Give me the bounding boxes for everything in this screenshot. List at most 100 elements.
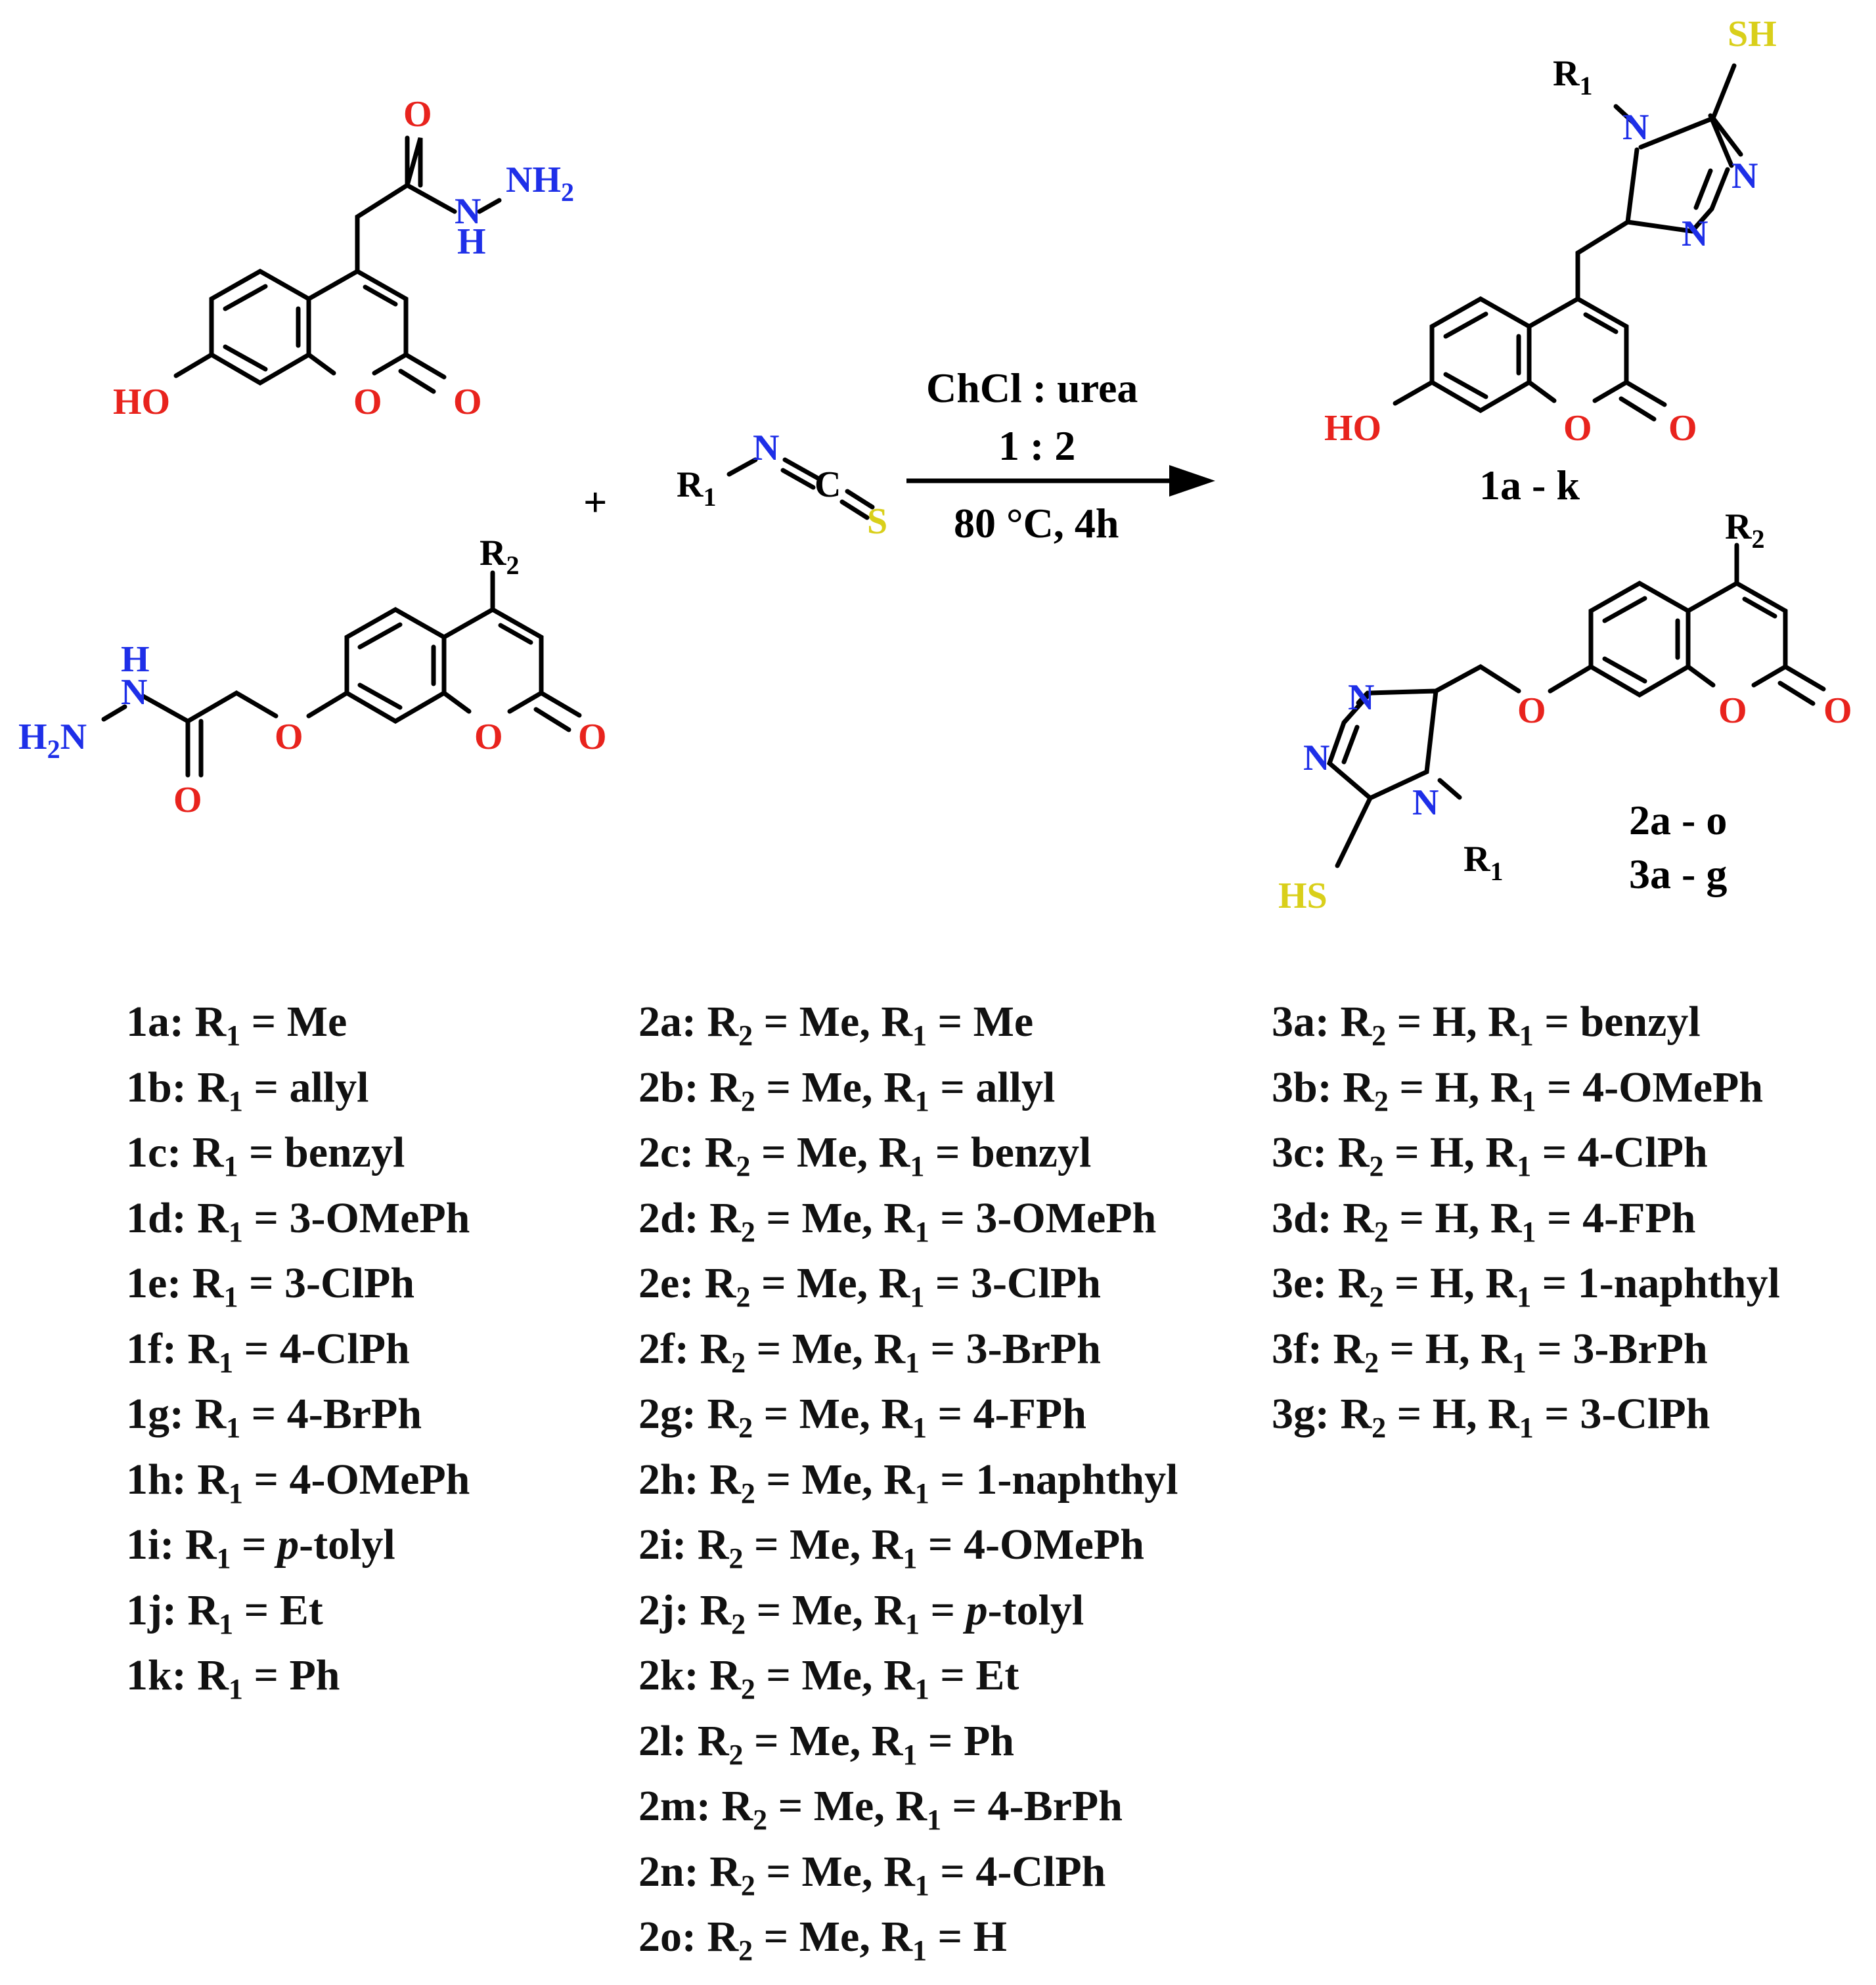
list-item: 1d: R1 = 3-OMePh bbox=[126, 1193, 470, 1248]
subscript: 1 bbox=[1519, 1412, 1534, 1444]
substituent-value: 3-BrPh bbox=[1573, 1324, 1708, 1373]
r2-value: = Me, bbox=[755, 1193, 884, 1242]
substituent-value: 4-ClPh bbox=[975, 1847, 1106, 1896]
subscript: 2 bbox=[740, 1869, 755, 1902]
subscript: 2 bbox=[738, 1412, 753, 1444]
label-product-1: 1a - k bbox=[1479, 462, 1580, 508]
atom-r1-itc: R1 bbox=[677, 464, 716, 512]
atom-n2-p2: N bbox=[1303, 738, 1329, 778]
list-item: 2o: R2 = Me, R1 = H bbox=[638, 1913, 1007, 1967]
compound-id: 2j: bbox=[638, 1586, 700, 1634]
subscript: 1 bbox=[228, 1084, 243, 1117]
subscript: 1 bbox=[228, 1215, 243, 1248]
subscript: 1 bbox=[912, 1934, 927, 1967]
compound-id: 3d: bbox=[1272, 1193, 1343, 1242]
atom-o-ring: O bbox=[353, 382, 382, 422]
subscript: 1 bbox=[914, 1673, 929, 1705]
compound-id: 1h: bbox=[126, 1455, 198, 1504]
subscript: 1 bbox=[912, 1019, 927, 1052]
compound-id: 3b: bbox=[1272, 1063, 1343, 1111]
atom-n4-p2: N bbox=[1412, 782, 1439, 823]
substituent-value: 4-FPh bbox=[973, 1390, 1086, 1438]
atom-o-lactone-p2: O bbox=[1823, 690, 1852, 731]
subscript: 2 bbox=[1374, 1084, 1389, 1117]
atom-o-ether-p2: O bbox=[1517, 690, 1546, 731]
atom-o-ring-p2: O bbox=[1718, 690, 1747, 731]
atom-o-lactone-p1: O bbox=[1668, 408, 1697, 449]
list-item: 1h: R1 = 4-OMePh bbox=[126, 1455, 470, 1509]
substituent-value: benzyl bbox=[970, 1128, 1092, 1176]
r2-value: = Me, bbox=[767, 1782, 896, 1830]
list-item: 2g: R2 = Me, R1 = 4-FPh bbox=[638, 1390, 1086, 1444]
subscript: 1 bbox=[223, 1150, 238, 1182]
r2-value: = Me, bbox=[750, 1128, 879, 1176]
reaction-arrow bbox=[906, 465, 1215, 497]
subscript: 2 bbox=[1364, 1346, 1379, 1379]
r2-value: = Me, bbox=[755, 1651, 884, 1699]
subscript: 1 bbox=[914, 1869, 929, 1902]
subscript: 2 bbox=[731, 1607, 746, 1640]
atom-r2-p2: R2 bbox=[1725, 506, 1764, 554]
subscript: 1 bbox=[927, 1804, 942, 1836]
subscript: 1 bbox=[223, 1281, 238, 1313]
compound-id: 1c: bbox=[126, 1128, 192, 1176]
subscript: 2 bbox=[738, 1934, 753, 1967]
substituent-value: Et bbox=[975, 1651, 1019, 1699]
subscript: 2 bbox=[740, 1084, 755, 1117]
subscript: 1 bbox=[905, 1607, 920, 1640]
substituent-value: allyl bbox=[975, 1063, 1056, 1111]
atom-h2n: H2N bbox=[18, 717, 87, 764]
subscript: 2 bbox=[728, 1738, 744, 1771]
subscript: 2 bbox=[728, 1542, 744, 1574]
compound-id: 3e: bbox=[1272, 1259, 1338, 1307]
list-item: 2j: R2 = Me, R1 = p-tolyl bbox=[638, 1586, 1084, 1640]
subscript: 1 bbox=[903, 1738, 918, 1771]
compound-id: 1e: bbox=[126, 1259, 192, 1307]
subscript: 1 bbox=[912, 1412, 927, 1444]
compound-id: 2f: bbox=[638, 1324, 700, 1373]
atom-n2-p1: N bbox=[1731, 156, 1758, 196]
substituent-value: 3-ClPh bbox=[970, 1259, 1101, 1307]
r2-value: = Me, bbox=[755, 1847, 884, 1896]
list-item: 2f: R2 = Me, R1 = 3-BrPh bbox=[638, 1324, 1101, 1379]
atom-s-itc: S bbox=[867, 501, 887, 542]
substituent-value: 4-OMePh bbox=[1582, 1063, 1764, 1111]
list-item: 3d: R2 = H, R1 = 4-FPh bbox=[1272, 1193, 1696, 1248]
compound-id: 1i: bbox=[126, 1521, 185, 1569]
compound-id: 3c: bbox=[1272, 1128, 1338, 1176]
substituent-value: = 3-OMePh bbox=[242, 1193, 470, 1242]
atom-nh2: NH2 bbox=[506, 160, 574, 207]
atom-hs-p2: HS bbox=[1278, 876, 1328, 916]
list-item: 3c: R2 = H, R1 = 4-ClPh bbox=[1272, 1128, 1708, 1182]
substituent-value: = bbox=[231, 1521, 278, 1569]
list-item: 2e: R2 = Me, R1 = 3-ClPh bbox=[638, 1259, 1101, 1313]
subscript: 2 bbox=[740, 1673, 755, 1705]
atom-r1-p1: R1 bbox=[1553, 53, 1592, 100]
substituent-value: = Et bbox=[233, 1586, 323, 1634]
compound-id: 1j: bbox=[126, 1586, 188, 1634]
plus-sign: + bbox=[583, 479, 607, 525]
condition-ratio: 1 : 2 bbox=[998, 422, 1075, 469]
atom-sh-p1: SH bbox=[1728, 14, 1777, 55]
list-item: 1g: R1 = 4-BrPh bbox=[126, 1390, 422, 1444]
atom-r1-p2: R1 bbox=[1463, 839, 1503, 886]
compound-id: 2c: bbox=[638, 1128, 705, 1176]
subscript: 1 bbox=[1521, 1084, 1536, 1117]
subscript: 1 bbox=[226, 1412, 241, 1444]
atom-n4-p1: N bbox=[1622, 107, 1649, 148]
condition-temp-time: 80 °C, 4h bbox=[954, 500, 1119, 546]
subscript: 2 bbox=[740, 1477, 755, 1509]
compound-id: 2o: bbox=[638, 1913, 707, 1961]
substituent-value: Ph bbox=[963, 1716, 1015, 1765]
reactant-hydroxycoumarin-acetohydrazide: O N H NH2 HO O O bbox=[113, 94, 574, 422]
r2-value: = Me, bbox=[746, 1324, 874, 1373]
list-item: 3a: R2 = H, R1 = benzyl bbox=[1272, 998, 1701, 1052]
list-item: 2b: R2 = Me, R1 = allyl bbox=[638, 1063, 1056, 1117]
compound-id: 3f: bbox=[1272, 1324, 1333, 1373]
r2-value: = H, bbox=[1379, 1324, 1481, 1373]
compound-id: 1g: bbox=[126, 1390, 195, 1438]
subscript: 2 bbox=[736, 1281, 751, 1313]
atom-o-carbonyl: O bbox=[403, 94, 432, 135]
list-item: 2n: R2 = Me, R1 = 4-ClPh bbox=[638, 1847, 1106, 1902]
